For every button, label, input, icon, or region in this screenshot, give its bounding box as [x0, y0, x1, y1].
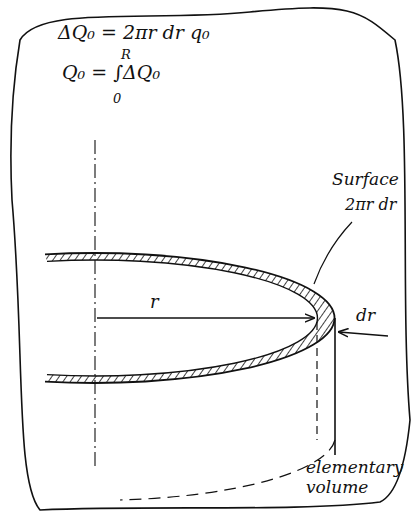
hidden-bottom-edge [120, 440, 335, 500]
outer-wall [334, 318, 336, 455]
inner-wall [316, 322, 317, 440]
dr-arrow [339, 332, 388, 336]
limit-upper: R [121, 48, 131, 63]
surface-label: Surface [332, 170, 399, 190]
ring-outer-edge [45, 253, 335, 383]
hatched-ring-surface [45, 253, 335, 383]
ring-inner-edge [47, 260, 317, 376]
surface-leader [314, 222, 352, 284]
dimension-label: r [150, 292, 159, 313]
area-label: 2πr dr [345, 196, 396, 214]
center-axis [94, 140, 95, 470]
limit-lower: 0 [113, 92, 121, 107]
sketch-border [11, 8, 410, 510]
radius-arrow [97, 317, 314, 318]
part-label: elementary volume [306, 458, 402, 497]
formula-text: Q₀ = ∫ΔQ₀ [62, 62, 160, 84]
formula-text: ΔQ₀ = 2πr dr q₀ [58, 22, 210, 44]
dimension-label: dr [356, 306, 375, 326]
